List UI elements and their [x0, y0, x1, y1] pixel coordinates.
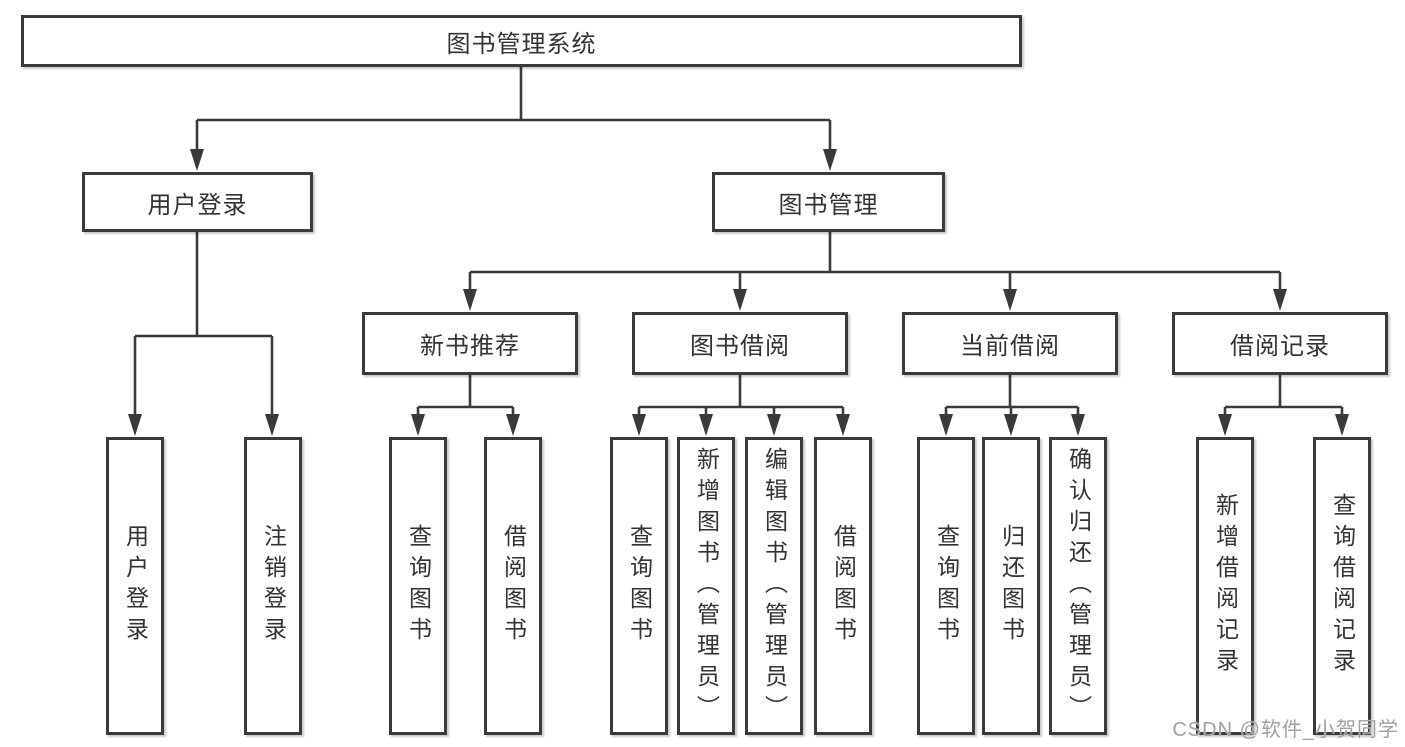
leaf-borrow-query-book-label: 查询图书	[626, 524, 653, 648]
leaf-return-book-label: 归还图书	[998, 524, 1025, 648]
leaf-borrow-book-label: 借阅图书	[830, 524, 857, 648]
node-library-system-label: 图书管理系统	[446, 30, 597, 58]
node-user-login: 用户登录	[82, 172, 313, 232]
leaf-current-query-book-label: 查询图书	[933, 524, 960, 648]
leaf-edit-book-admin-label: 编辑图书（管理员）	[761, 446, 788, 726]
leaf-recommend-borrow-book-label: 借阅图书	[500, 524, 527, 648]
node-book-manage: 图书管理	[712, 172, 945, 232]
leaf-user-login: 用户登录	[106, 437, 164, 735]
leaf-confirm-return-admin: 确认归还（管理员）	[1049, 437, 1107, 735]
leaf-current-query-book: 查询图书	[917, 437, 975, 735]
leaf-return-book: 归还图书	[982, 437, 1040, 735]
node-library-system: 图书管理系统	[21, 15, 1022, 67]
leaf-add-borrow-record: 新增借阅记录	[1196, 437, 1254, 735]
node-current-borrow-label: 当前借阅	[960, 333, 1060, 360]
arrowheads	[128, 149, 1349, 436]
node-user-login-label: 用户登录	[147, 191, 248, 219]
leaf-recommend-query-book-label: 查询图书	[405, 524, 432, 648]
leaf-add-book-admin-label: 新增图书（管理员）	[693, 446, 720, 726]
node-book-borrow-label: 图书借阅	[690, 333, 790, 360]
leaf-borrow-query-book: 查询图书	[610, 437, 668, 735]
node-book-borrow: 图书借阅	[632, 312, 848, 375]
leaf-recommend-borrow-book: 借阅图书	[484, 437, 542, 735]
leaf-add-borrow-record-label: 新增借阅记录	[1212, 493, 1239, 679]
leaf-logout: 注销登录	[244, 437, 302, 735]
node-borrow-records: 借阅记录	[1172, 312, 1388, 375]
leaf-confirm-return-admin-label: 确认归还（管理员）	[1065, 446, 1092, 726]
node-current-borrow: 当前借阅	[902, 312, 1118, 375]
csdn-watermark: CSDN @软件_小贺同学	[1172, 719, 1399, 741]
leaf-query-borrow-record-label: 查询借阅记录	[1329, 493, 1356, 679]
leaf-recommend-query-book: 查询图书	[389, 437, 447, 735]
node-new-book-recommend: 新书推荐	[362, 312, 578, 375]
leaf-user-login-label: 用户登录	[122, 524, 149, 648]
leaf-logout-label: 注销登录	[260, 524, 287, 648]
node-borrow-records-label: 借阅记录	[1230, 333, 1330, 360]
leaf-edit-book-admin: 编辑图书（管理员）	[745, 437, 803, 735]
leaf-add-book-admin: 新增图书（管理员）	[677, 437, 735, 735]
leaf-query-borrow-record: 查询借阅记录	[1313, 437, 1371, 735]
node-book-manage-label: 图书管理	[778, 191, 879, 219]
leaf-borrow-book: 借阅图书	[814, 437, 872, 735]
node-new-book-recommend-label: 新书推荐	[420, 333, 520, 360]
